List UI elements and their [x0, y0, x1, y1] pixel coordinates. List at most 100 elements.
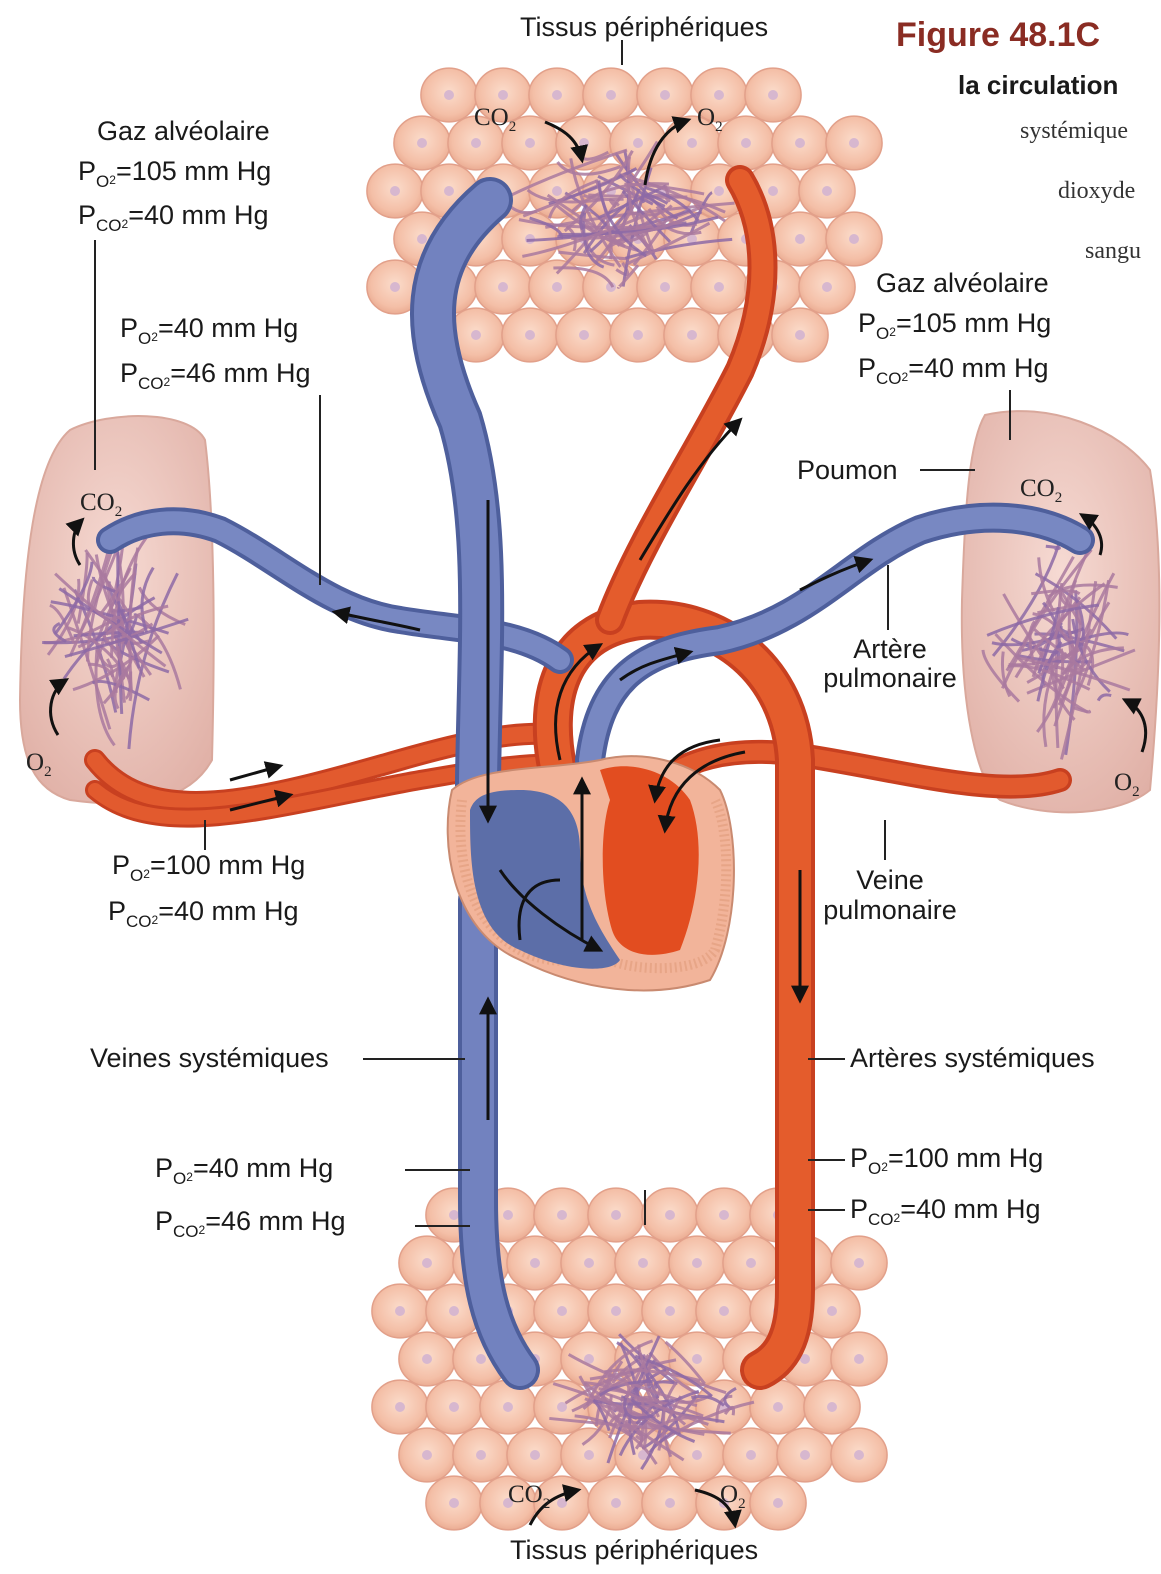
- label-gaz-alveolaire-left: Gaz alvéolaire: [97, 118, 270, 145]
- cell-nucleus: [530, 1258, 540, 1268]
- cell-nucleus: [476, 1450, 486, 1460]
- cell-nucleus: [665, 1210, 675, 1220]
- label-arteres-systemiques: Artères systémiques: [850, 1045, 1095, 1072]
- cell-nucleus: [660, 282, 670, 292]
- cell-nucleus: [498, 282, 508, 292]
- cell-nucleus: [449, 1498, 459, 1508]
- cell-nucleus: [741, 138, 751, 148]
- right-alveolar-pco2: PCO2=40 mm Hg: [858, 355, 1049, 382]
- left-artery-pco2: PCO2=46 mm Hg: [120, 360, 311, 387]
- cell-nucleus: [390, 282, 400, 292]
- cell-nucleus: [422, 1450, 432, 1460]
- label-veine-pulmonaire-1: Veine: [820, 867, 960, 894]
- label-veine-pulmonaire-2: pulmonaire: [805, 897, 975, 924]
- cell-nucleus: [525, 330, 535, 340]
- cell-nucleus: [719, 1306, 729, 1316]
- cell-nucleus: [498, 90, 508, 100]
- left-alveolar-po2: PO2=105 mm Hg: [78, 158, 271, 185]
- figure-title: Figure 48.1C: [896, 16, 1100, 55]
- cell-nucleus: [422, 1354, 432, 1364]
- cell-nucleus: [633, 330, 643, 340]
- cell-nucleus: [692, 1354, 702, 1364]
- cell-nucleus: [687, 138, 697, 148]
- left-vein-pco2: PCO2=40 mm Hg: [108, 898, 299, 925]
- figure-subtitle: la circulation: [958, 70, 1118, 101]
- cell-nucleus: [746, 1450, 756, 1460]
- cell-nucleus: [557, 1498, 567, 1508]
- cell-nucleus: [773, 1498, 783, 1508]
- cell-nucleus: [557, 1210, 567, 1220]
- cell-nucleus: [665, 1498, 675, 1508]
- cell-nucleus: [854, 1450, 864, 1460]
- cell-nucleus: [714, 186, 724, 196]
- cell-nucleus: [714, 90, 724, 100]
- cell-nucleus: [822, 282, 832, 292]
- label-veines-systemiques: Veines systémiques: [90, 1045, 329, 1072]
- cell-nucleus: [795, 330, 805, 340]
- cell-nucleus: [552, 282, 562, 292]
- cell-nucleus: [584, 1258, 594, 1268]
- cell-nucleus: [557, 1306, 567, 1316]
- cell-nucleus: [849, 138, 859, 148]
- label-poumon: Poumon: [797, 457, 898, 484]
- left-artery-po2: PO2=40 mm Hg: [120, 315, 298, 342]
- cell-nucleus: [552, 90, 562, 100]
- cell-nucleus: [530, 1450, 540, 1460]
- cell-nucleus: [579, 330, 589, 340]
- cell-nucleus: [417, 234, 427, 244]
- cell-nucleus: [611, 1210, 621, 1220]
- cell-nucleus: [579, 138, 589, 148]
- cell-nucleus: [827, 1402, 837, 1412]
- cell-nucleus: [471, 138, 481, 148]
- systemic-vein-pco2: PCO2=46 mm Hg: [155, 1208, 346, 1235]
- cell-nucleus: [692, 1450, 702, 1460]
- cell-nucleus: [849, 234, 859, 244]
- cell-nucleus: [444, 186, 454, 196]
- figure-caption-line-2: dioxyde: [1058, 178, 1135, 205]
- cell-nucleus: [503, 1210, 513, 1220]
- cell-nucleus: [449, 1402, 459, 1412]
- cell-nucleus: [719, 1210, 729, 1220]
- cell-nucleus: [854, 1258, 864, 1268]
- cell-nucleus: [687, 330, 697, 340]
- label-tissus-top: Tissus périphériques: [520, 14, 768, 41]
- cell-nucleus: [525, 138, 535, 148]
- cell-nucleus: [552, 186, 562, 196]
- cell-nucleus: [800, 1450, 810, 1460]
- cell-nucleus: [422, 1258, 432, 1268]
- cell-nucleus: [449, 1210, 459, 1220]
- cell-nucleus: [417, 138, 427, 148]
- cell-nucleus: [768, 186, 778, 196]
- cell-nucleus: [390, 186, 400, 196]
- cell-nucleus: [444, 90, 454, 100]
- cell-nucleus: [449, 1306, 459, 1316]
- cell-nucleus: [692, 1258, 702, 1268]
- cell-nucleus: [665, 1306, 675, 1316]
- cell-nucleus: [476, 1354, 486, 1364]
- cell-nucleus: [822, 186, 832, 196]
- label-gaz-alveolaire-right: Gaz alvéolaire: [876, 270, 1049, 297]
- cell-nucleus: [557, 1402, 567, 1412]
- cell-nucleus: [714, 282, 724, 292]
- systemic-artery-po2: PO2=100 mm Hg: [850, 1145, 1043, 1172]
- label-tissus-bottom: Tissus périphériques: [510, 1537, 758, 1564]
- figure-caption-line-3: sangu: [1085, 238, 1141, 265]
- figure-caption-line-1: systémique: [1020, 118, 1128, 145]
- left-vein-po2: PO2=100 mm Hg: [112, 852, 305, 879]
- label-artere-pulmonaire-1: Artère: [820, 636, 960, 663]
- systemic-vein-po2: PO2=40 mm Hg: [155, 1155, 333, 1182]
- left-alveolar-pco2: PCO2=40 mm Hg: [78, 202, 269, 229]
- cell-nucleus: [746, 1258, 756, 1268]
- cell-nucleus: [633, 138, 643, 148]
- cell-nucleus: [768, 90, 778, 100]
- cell-nucleus: [854, 1354, 864, 1364]
- cell-nucleus: [584, 1450, 594, 1460]
- cell-nucleus: [827, 1306, 837, 1316]
- cell-nucleus: [611, 1498, 621, 1508]
- cell-nucleus: [638, 1258, 648, 1268]
- systemic-artery-pco2: PCO2=40 mm Hg: [850, 1196, 1041, 1223]
- cell-nucleus: [795, 234, 805, 244]
- cell-nucleus: [773, 1402, 783, 1412]
- cell-nucleus: [395, 1402, 405, 1412]
